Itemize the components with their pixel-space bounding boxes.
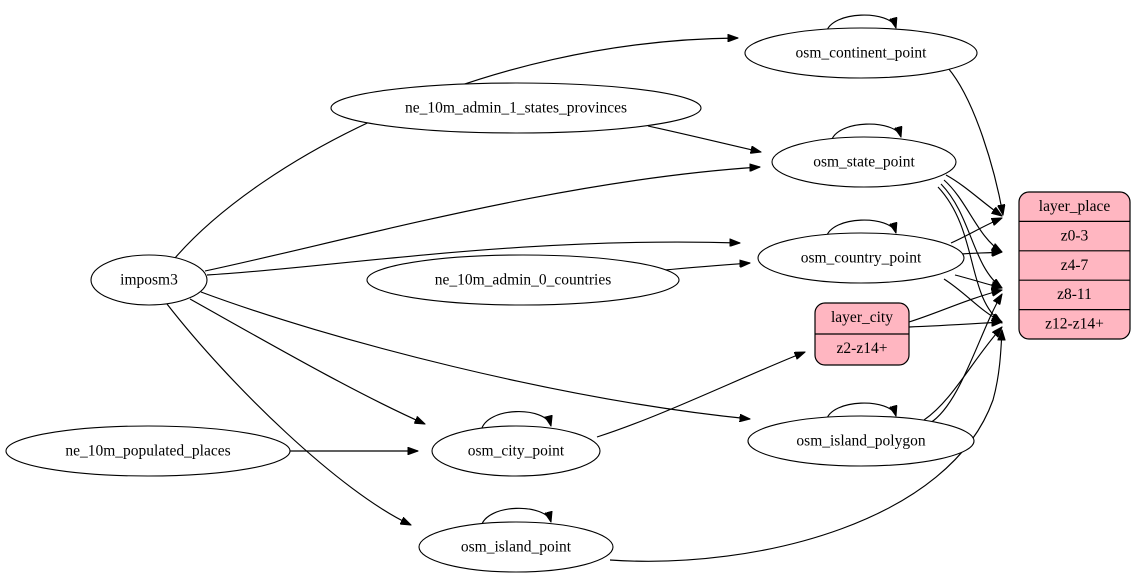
edge-selfloop-osm_country_point	[825, 219, 896, 239]
edge-osm_island_polygon-to-layer_place_z8_11	[929, 294, 1002, 424]
edge-osm_island_point-to-layer_place_z12	[609, 330, 1002, 562]
edge-selfloop-osm_city_point	[480, 411, 551, 432]
edge-osm_state_point-to-layer_place_z0_3	[945, 174, 1002, 216]
edge-layer_city-to-layer_place_z8_11	[908, 290, 1002, 323]
node-ne_10m_admin_1_states_provinces[interactable]: ne_10m_admin_1_states_provinces	[330, 82, 702, 134]
edge-osm_island_polygon-to-layer_place_z12	[923, 327, 1002, 421]
edge-osm_state_point-to-layer_place_z8_11	[940, 183, 1002, 288]
edge-layer_city-to-layer_place_z12	[908, 322, 1002, 328]
node-osm_island_point[interactable]: osm_island_point	[418, 521, 614, 573]
record-node-layer_city[interactable]: layer_city z2-z14+	[814, 302, 910, 366]
edge-osm_state_point-to-layer_place_z12	[937, 186, 1002, 323]
node-osm_country_point[interactable]: osm_country_point	[757, 232, 965, 284]
node-ne_10m_populated_places[interactable]: ne_10m_populated_places	[5, 425, 291, 477]
edge-osm_country_point-to-layer_place_z8_11	[954, 274, 1002, 288]
node-osm_state_point[interactable]: osm_state_point	[771, 136, 957, 188]
node-osm_island_polygon[interactable]: osm_island_polygon	[747, 415, 975, 467]
edge-osm_country_point-to-layer_place_z4_7	[961, 252, 1002, 254]
edge-imposm3-to-osm_island_point	[166, 303, 411, 525]
edge-ne_10m_admin_0_countries-to-osm_country_point	[664, 263, 750, 271]
edges-layer	[166, 14, 1003, 562]
edge-osm_continent_point-to-layer_place_z0_3	[947, 67, 1003, 215]
node-ne_10m_admin_0_countries[interactable]: ne_10m_admin_0_countries	[366, 254, 680, 306]
edge-imposm3-to-osm_continent_point	[174, 38, 738, 259]
edge-imposm3-to-osm_state_point	[204, 167, 760, 272]
edge-imposm3-to-osm_city_point	[189, 298, 425, 424]
edge-selfloop-osm_island_point	[480, 507, 551, 528]
node-osm_city_point[interactable]: osm_city_point	[431, 425, 601, 477]
edge-imposm3-to-osm_country_point	[206, 242, 740, 276]
edge-osm_state_point-to-layer_place_z4_7	[943, 179, 1002, 252]
edge-imposm3-to-osm_island_polygon	[200, 291, 750, 419]
edge-selfloop-osm_island_polygon	[825, 402, 896, 422]
edge-osm_city_point-to-layer_city_z2_z14	[596, 352, 805, 438]
record-node-layer_place[interactable]: layer_place z0-3 z4-7 z8-11 z12-z14+	[1018, 191, 1131, 340]
edge-ne_10m_admin_1_states_provinces-to-osm_state_point	[647, 125, 761, 152]
nodes-layer: imposm3 ne_10m_admin_1_states_provinces …	[5, 27, 978, 573]
edge-osm_country_point-to-layer_place_z0_3	[950, 218, 1002, 244]
node-imposm3[interactable]: imposm3	[90, 254, 208, 306]
edge-selfloop-osm_state_point	[830, 123, 901, 143]
node-osm_continent_point[interactable]: osm_continent_point	[744, 27, 978, 79]
edge-selfloop-osm_continent_point	[825, 14, 896, 34]
